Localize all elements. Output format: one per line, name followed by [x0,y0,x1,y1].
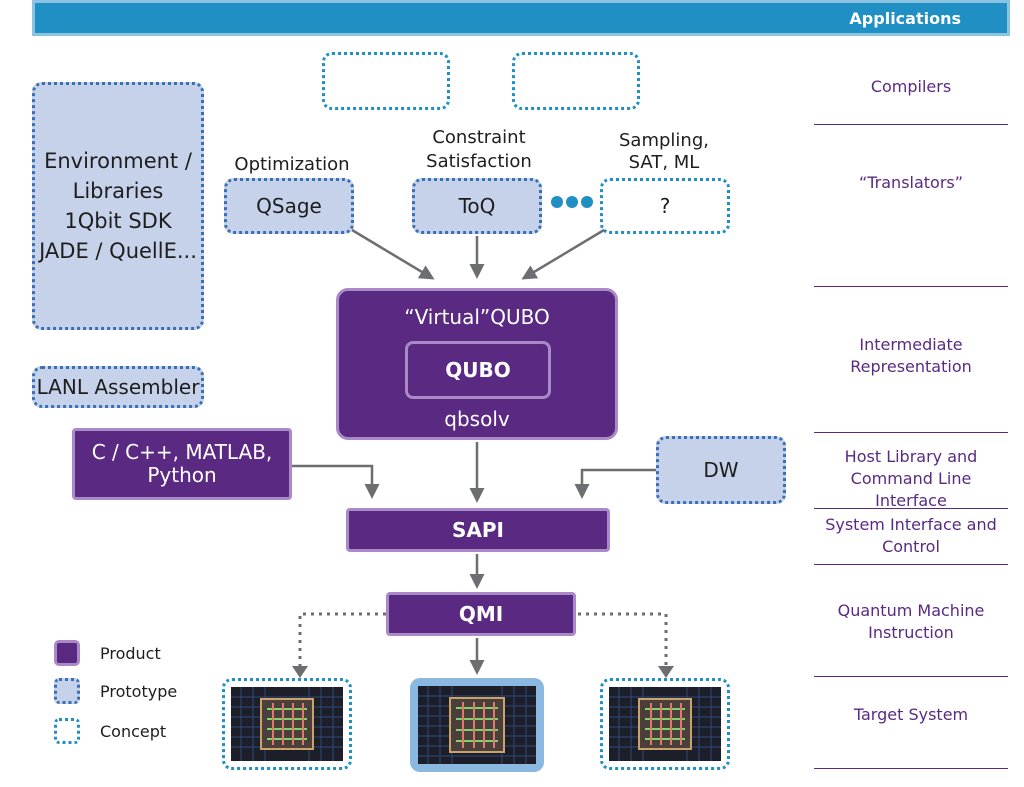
languages-box: C / C++, MATLAB, Python [72,428,292,500]
processor-chip-image [418,686,536,764]
sapi-label: SAPI [452,518,504,542]
processor-chip-image [609,687,721,761]
dw-box: DW [656,436,786,504]
sapi-box: SAPI [346,508,610,552]
layer-divider [814,286,1008,287]
env-line: 1Qbit SDK [64,209,172,233]
cs-line: Constraint [432,127,526,148]
virtual-qubo-box: “Virtual”QUBO QUBO qbsolv [336,288,618,440]
legend-concept-label: Concept [100,722,167,741]
legend-product-swatch [54,640,80,666]
arrow-qsage-to-qubo [351,228,435,280]
layer-divider [814,564,1008,565]
layer-qmi: Quantum Machine Instruction [837,601,985,642]
arrow-unknown-to-qubo [521,228,605,280]
qmi-label: QMI [458,602,504,626]
languages-line: Python [147,463,217,487]
target-system-concept-right [600,678,730,770]
samp-line: SAT, ML [628,152,700,173]
qmi-box: QMI [386,592,576,636]
constraint-satisfaction-label: Constraint Satisfaction [412,126,546,174]
legend-prototype-swatch [54,678,80,704]
layer-host: Host Library and Command Line Interface [844,447,978,510]
qsage-box: QSage [224,178,354,234]
arrow-languages-to-sapi [292,464,380,499]
layer-divider [814,676,1008,677]
lanl-assembler-label: LANL Assembler [36,375,200,399]
qsage-label: QSage [256,194,322,218]
arrow-dw-to-sapi [574,468,656,499]
cs-line: Satisfaction [426,151,532,172]
layer-system: System Interface and Control [825,515,997,556]
toq-label: ToQ [458,194,496,218]
unknown-translator-label: ? [659,194,671,218]
layer-translators: “Translators” [858,173,964,192]
applications-banner: Applications [32,0,1010,36]
lanl-assembler-box: LANL Assembler [32,366,204,408]
target-system-prototype-center [410,678,544,772]
unknown-translator-box: ? [600,178,730,234]
processor-chip-image [231,687,343,761]
ellipsis-dots [551,196,593,208]
qubo-box: QUBO [405,341,551,399]
target-system-concept-left [222,678,352,770]
layer-divider [814,768,1008,769]
env-line: JADE / QuellE... [39,239,197,263]
compiler-concept-box [512,52,640,110]
qbsolv-label: qbsolv [444,407,510,431]
legend-prototype-label: Prototype [100,682,178,701]
env-line: Libraries [72,179,164,203]
layer-divider [814,508,1008,509]
qubo-label: QUBO [445,358,511,382]
applications-title: Applications [849,9,961,28]
environment-libraries-box: Environment / Libraries 1Qbit SDK JADE /… [32,82,204,330]
compiler-concept-box [322,52,450,110]
layer-target: Target System [853,705,969,724]
languages-line: C / C++, MATLAB, [91,440,273,464]
arrowhead-left-target [292,666,308,678]
optimization-label: Optimization [234,154,350,175]
virtual-qubo-label: “Virtual”QUBO [404,305,550,329]
legend-concept-swatch [54,718,80,744]
layer-divider [814,432,1008,433]
arrow-qmi-to-left-target [298,612,386,668]
layer-intermediate: Intermediate Representation [850,335,972,376]
dw-label: DW [703,458,739,482]
layer-divider [814,124,1008,125]
legend-product-label: Product [100,644,161,663]
arrowhead-right-target [658,666,674,678]
samp-line: Sampling, [619,130,709,151]
arrow-qmi-to-right-target [578,612,668,668]
env-line: Environment / [44,149,192,173]
layer-compilers: Compilers [870,77,952,96]
sampling-label: Sampling, SAT, ML [600,130,728,174]
toq-box: ToQ [412,178,542,234]
